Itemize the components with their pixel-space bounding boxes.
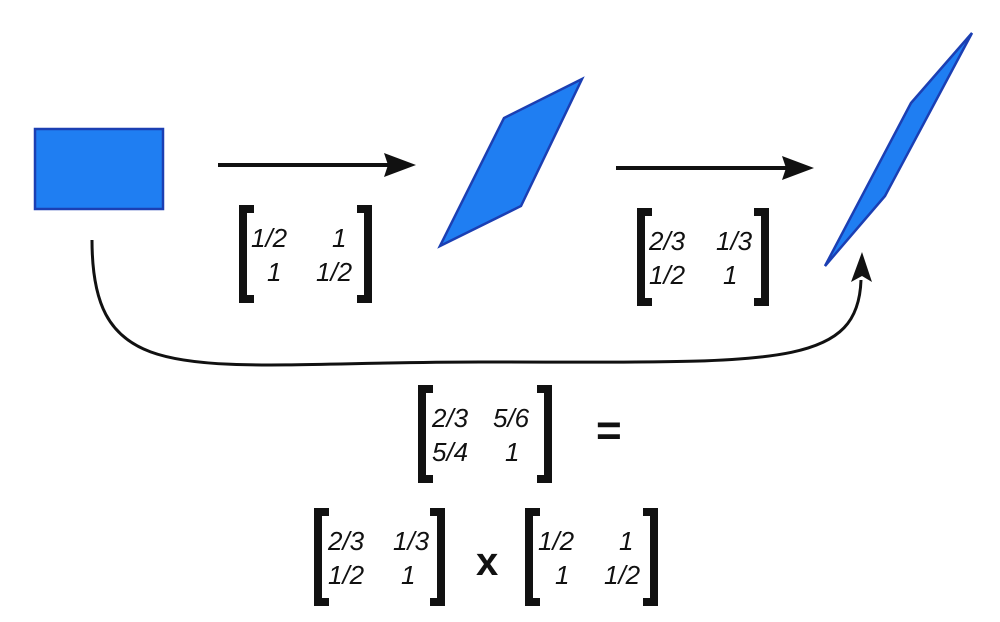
matrix-a-r2c2: 1/2 xyxy=(316,257,353,287)
original-rectangle xyxy=(33,127,165,211)
product-matrix: 2/3 5/6 5/4 1 xyxy=(418,385,552,483)
equation-left-r2c1: 1/2 xyxy=(328,560,365,590)
product-r1c2: 5/6 xyxy=(493,403,530,433)
matrix-b-r1c1: 2/3 xyxy=(648,226,686,256)
matrix-a-r1c1: 1/2 xyxy=(251,223,288,253)
left-bracket xyxy=(239,205,254,303)
matrix-b-r2c2: 1 xyxy=(723,260,737,290)
equation-left-r2c2: 1 xyxy=(401,560,415,590)
equation-right-matrix: 1/2 1 1 1/2 xyxy=(525,508,658,606)
right-bracket xyxy=(754,208,769,306)
right-bracket xyxy=(430,508,445,606)
equation-right-r2c1: 1 xyxy=(555,560,569,590)
matrix-a-r1c2: 1 xyxy=(332,223,346,253)
product-r1c1: 2/3 xyxy=(431,403,469,433)
equals-sign: = xyxy=(596,406,622,455)
equation-left-matrix: 2/3 1/3 1/2 1 xyxy=(314,508,445,606)
first-transform-arrow xyxy=(218,153,416,177)
second-transformed-parallelogram xyxy=(823,32,974,267)
times-sign: x xyxy=(476,540,498,584)
equation-right-r1c1: 1/2 xyxy=(538,526,575,556)
composite-transform-arrow xyxy=(90,239,872,367)
matrix-b-r1c2: 1/3 xyxy=(716,226,753,256)
matrix-b-r2c1: 1/2 xyxy=(649,260,686,290)
equation-left-r1c2: 1/3 xyxy=(393,526,430,556)
matrix-a: 1/2 1 1 1/2 xyxy=(239,205,372,303)
left-bracket xyxy=(637,208,652,306)
matrix-a-r2c1: 1 xyxy=(267,257,281,287)
first-transformed-parallelogram xyxy=(437,76,585,249)
right-bracket xyxy=(537,385,552,483)
left-bracket xyxy=(314,508,329,606)
matrix-b: 2/3 1/3 1/2 1 xyxy=(637,208,769,306)
equation-left-r1c1: 2/3 xyxy=(327,526,365,556)
left-bracket xyxy=(525,508,540,606)
product-r2c1: 5/4 xyxy=(432,437,468,467)
product-r2c2: 1 xyxy=(505,437,519,467)
right-bracket xyxy=(643,508,658,606)
left-bracket xyxy=(418,385,433,483)
second-transform-arrow xyxy=(616,156,814,180)
right-bracket xyxy=(357,205,372,303)
equation-right-r2c2: 1/2 xyxy=(604,560,641,590)
equation-right-r1c2: 1 xyxy=(619,526,633,556)
